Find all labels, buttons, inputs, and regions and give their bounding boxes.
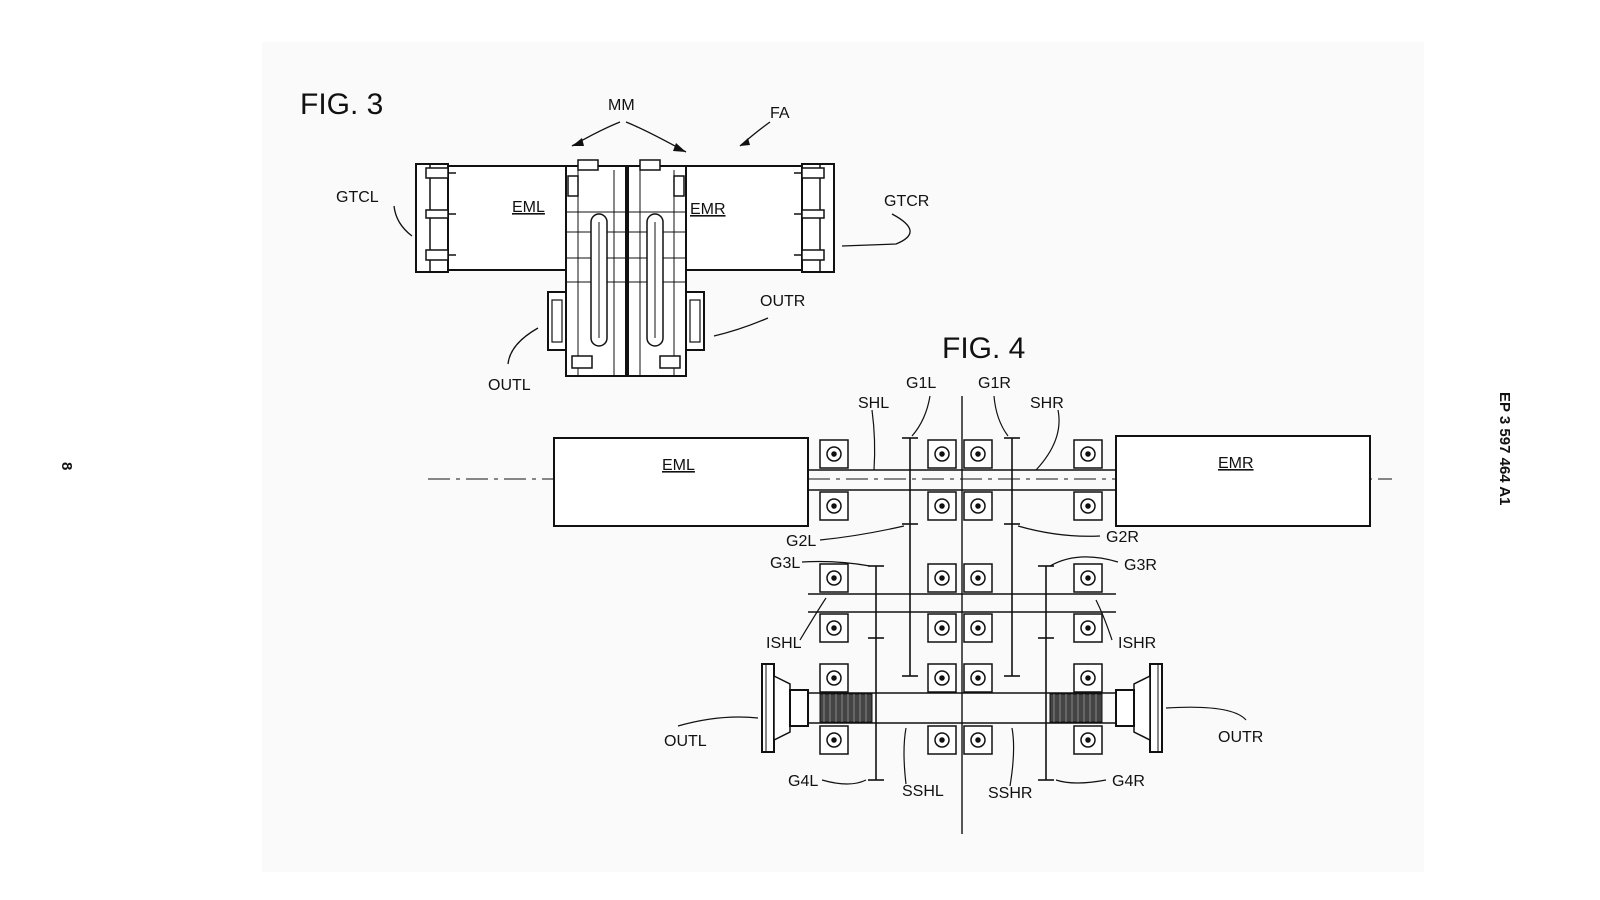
fig4-label-shr: SHR (1030, 395, 1064, 412)
fig3-left-output-flange (548, 292, 566, 350)
fig3-label-mm: MM (608, 97, 635, 114)
fig3-title: FIG. 3 (300, 88, 383, 121)
fig4-label-ishr: ISHR (1118, 635, 1156, 652)
fig4-label-g3l: G3L (770, 555, 800, 572)
fig4-label-g4r: G4R (1112, 773, 1145, 790)
fig3-gearbox-right-half (628, 160, 686, 376)
fig4-label-g2r: G2R (1106, 529, 1139, 546)
fig4-spline-right (1050, 694, 1102, 722)
fig4-label-eml: EML (662, 457, 695, 474)
fig3-label-outr: OUTR (760, 293, 805, 310)
publication-number: EP 3 597 464 A1 (1496, 392, 1513, 505)
fig4-label-outr: OUTR (1218, 729, 1263, 746)
fig3-right-output-flange (686, 292, 704, 350)
fig4-label-shl: SHL (858, 395, 889, 412)
fig3-gearbox-left-half (566, 160, 626, 376)
fig3-label-gtcl: GTCL (336, 189, 379, 206)
fig3-label-fa: FA (770, 105, 790, 122)
fig4-label-emr: EMR (1218, 455, 1254, 472)
fig4-spline-left (820, 694, 872, 722)
page-number: 8 (58, 462, 75, 470)
fig4-label-g3r: G3R (1124, 557, 1157, 574)
fig4-label-sshl: SSHL (902, 783, 944, 800)
fig4-right-motor (1116, 436, 1370, 526)
fig3-label-outl: OUTL (488, 377, 531, 394)
fig4-label-outl: OUTL (664, 733, 707, 750)
fig3-label-gtcr: GTCR (884, 193, 929, 210)
fig4-label-sshr: SSHR (988, 785, 1032, 802)
fig3-label-eml: EML (512, 199, 545, 216)
fig4-label-g4l: G4L (788, 773, 818, 790)
fig4-title: FIG. 4 (942, 332, 1025, 365)
fig4-label-g1r: G1R (978, 375, 1011, 392)
fig4-label-g2l: G2L (786, 533, 816, 550)
fig4-label-ishl: ISHL (766, 635, 802, 652)
fig3-label-emr: EMR (690, 201, 726, 218)
fig4-left-motor (554, 438, 808, 526)
fig4-label-g1l: G1L (906, 375, 936, 392)
